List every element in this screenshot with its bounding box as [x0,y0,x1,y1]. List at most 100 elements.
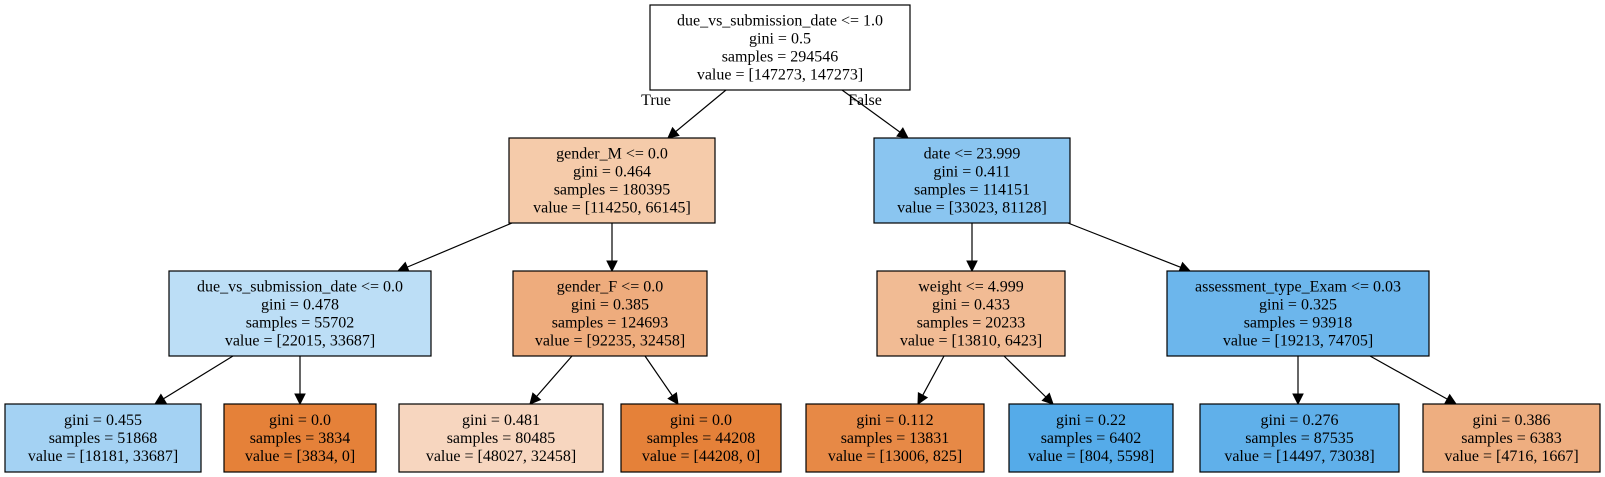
node-text-line: gini = 0.411 [933,164,1010,181]
node-text-line: gender_F <= 0.0 [557,279,663,296]
tree-edge-n5-n11 [917,355,945,405]
node-text-line: value = [13006, 825] [828,448,962,465]
edge-arrowhead [606,260,618,273]
node-text-line: value = [19213, 74705] [1223,333,1373,350]
node-text-line: value = [18181, 33687] [28,448,178,465]
node-box [1199,403,1400,473]
node-box [1166,270,1430,357]
node-text-line: gini = 0.5 [749,31,811,48]
node-text-line: value = [147273, 147273] [697,67,863,84]
tree-edge-n6-n14 [1369,355,1457,405]
edge-arrowhead [966,260,978,273]
node-box [876,270,1066,357]
node-text-line: gini = 0.455 [64,412,142,429]
edge-arrowhead [396,261,410,273]
tree-edge-n2-n5 [966,223,978,273]
node-text-line: assessment_type_Exam <= 0.03 [1195,279,1401,296]
tree-edge-n1-n4 [606,223,618,273]
node-text-line: due_vs_submission_date <= 1.0 [677,13,883,30]
node-text-line: gini = 0.464 [573,164,651,181]
node-text-line: weight <= 4.999 [918,279,1024,296]
tree-edge-n0-n2: False [841,89,909,139]
node-text-line: value = [33023, 81128] [897,200,1047,217]
edge-line [675,89,727,133]
node-text-line: value = [22015, 33687] [225,333,375,350]
node-box [223,403,377,473]
tree-edge-n4-n9 [529,355,573,405]
node-box [1422,403,1601,473]
edge-line [163,355,234,400]
tree-edge-n2-n6 [1067,222,1192,273]
node-text-line: samples = 180395 [554,182,671,199]
node-text-line: samples = 55702 [246,315,355,332]
node-text-line: samples = 87535 [1245,430,1354,447]
node-text-line: samples = 6383 [1461,430,1562,447]
node-text-line: samples = 294546 [722,49,839,66]
node-text-line: gini = 0.0 [670,412,732,429]
node-box [620,403,782,473]
edge-arrowhead [667,126,680,139]
node-text-line: samples = 20233 [917,315,1026,332]
node-text-line: gini = 0.0 [269,412,331,429]
node-text-line: samples = 3834 [250,430,351,447]
node-text-line: date <= 23.999 [924,146,1021,163]
edge-label-true: True [641,92,671,109]
node-box [805,403,985,473]
node-text-line: value = [114250, 66145] [533,200,691,217]
node-box [4,403,202,473]
tree-edge-n3-n7 [154,355,234,405]
node-box [398,403,604,473]
node-text-line: samples = 93918 [1244,315,1353,332]
edge-label-false: False [848,92,882,109]
node-text-line: gini = 0.22 [1056,412,1126,429]
edge-arrowhead [294,393,306,406]
edge-arrowhead [529,392,542,405]
node-text-line: value = [804, 5598] [1028,448,1154,465]
node-box [873,137,1071,224]
node-text-line: gini = 0.276 [1261,412,1339,429]
node-box [512,270,708,357]
node-text-line: samples = 13831 [841,430,950,447]
node-text-line: samples = 114151 [914,182,1030,199]
node-text-line: gini = 0.481 [462,412,540,429]
edge-arrowhead [917,392,929,405]
node-text-line: gini = 0.325 [1259,297,1337,314]
tree-edge-n1-n3 [396,222,513,273]
node-text-line: gini = 0.386 [1473,412,1551,429]
node-text-line: due_vs_submission_date <= 0.0 [197,279,403,296]
edge-line [644,355,673,397]
edge-arrowhead [154,393,167,405]
node-text-line: samples = 80485 [447,430,556,447]
node-text-line: value = [44208, 0] [642,448,760,465]
edge-line [536,355,573,397]
tree-edge-n0-n1: True [641,89,727,139]
edge-line [1003,355,1047,398]
node-text-line: value = [14497, 73038] [1224,448,1374,465]
node-box [649,4,911,91]
edge-arrowhead [1292,393,1304,406]
node-text-line: gini = 0.385 [571,297,649,314]
node-text-line: value = [13810, 6423] [900,333,1042,350]
node-text-line: gini = 0.112 [856,412,933,429]
tree-edge-n6-n13 [1292,356,1304,406]
node-text-line: gini = 0.433 [932,297,1010,314]
edge-arrowhead [1041,392,1054,405]
node-text-line: value = [4716, 1667] [1444,448,1578,465]
tree-edge-n4-n10 [644,355,679,405]
node-text-line: samples = 124693 [552,315,669,332]
node-box [1008,403,1174,473]
